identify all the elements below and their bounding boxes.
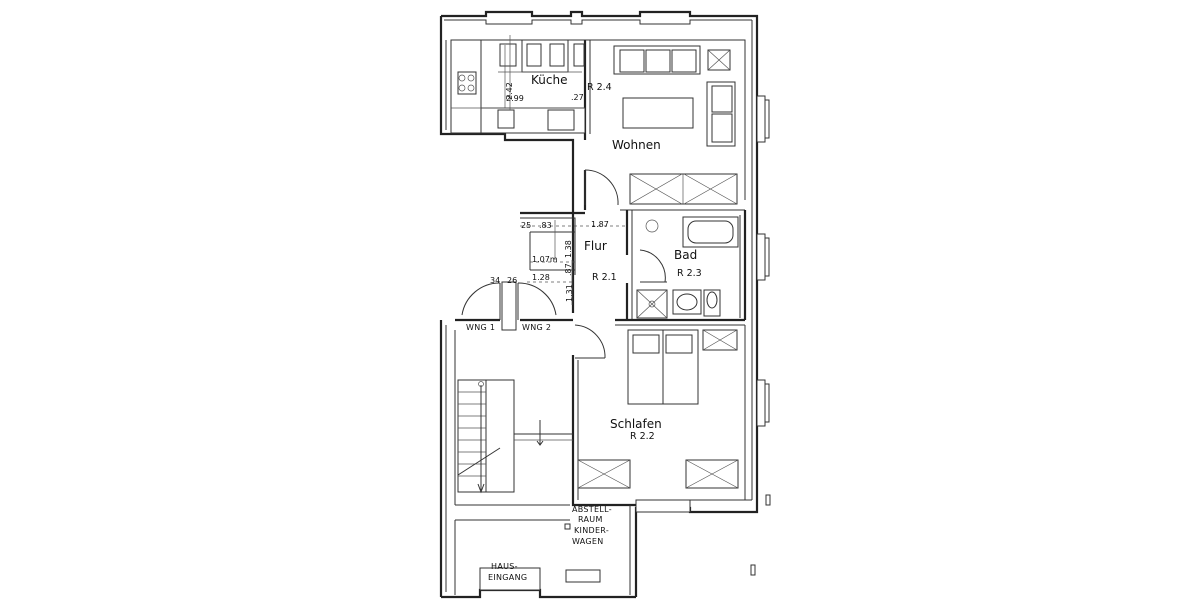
abstellraum-line-1: ABSTELL- [572, 505, 612, 514]
living-furniture [613, 45, 738, 205]
room-code-schlafen: R 2.2 [630, 431, 655, 442]
stair-label-wng2: WNG 2 [522, 323, 551, 332]
interior-walls [451, 39, 747, 595]
bath-fixtures [636, 216, 739, 319]
dimension-lines [504, 45, 625, 305]
room-code-bad: R 2.3 [677, 268, 702, 279]
door-swings [461, 169, 667, 359]
room-code-flur: R 2.1 [592, 272, 617, 283]
dimension-flur-25: 25 [521, 221, 531, 230]
stair-label-wng1: WNG 1 [466, 323, 495, 332]
dimension-kueche-height: 2.42 [505, 82, 514, 100]
hauseingang-line-2: EINGANG [488, 573, 527, 582]
bedroom-furniture [577, 329, 739, 489]
abstellraum-line-2: RAUM [578, 515, 603, 524]
dimension-flur-107: 1.07m [532, 255, 558, 264]
abstellraum-line-3: KINDER- [574, 526, 609, 535]
dimension-flur-128: 1.28 [532, 273, 550, 282]
hauseingang-line-1: HAUS- [491, 562, 518, 571]
room-label-bad: Bad [674, 248, 697, 262]
kitchen-fixtures [450, 35, 586, 134]
dimension-flur-138: 1.38 [564, 240, 573, 258]
dimension-flur-87: .87 [564, 263, 573, 276]
room-code-kueche: R 2.4 [587, 82, 612, 93]
room-label-wohnen: Wohnen [612, 138, 661, 152]
outer-walls [439, 10, 771, 599]
dimension-stair-34: 34 [490, 276, 500, 285]
dimension-kueche-width: 2.99 [506, 94, 524, 103]
dimension-flur-187: 1.87 [591, 220, 609, 229]
dimension-flur-83: .83 [539, 221, 552, 230]
dimension-kueche-27: .27 [571, 93, 584, 102]
dimension-flur-131: 1.31 [565, 284, 574, 302]
room-label-schlafen: Schlafen [610, 417, 662, 431]
room-label-flur: Flur [584, 239, 607, 253]
staircase [457, 379, 573, 530]
dimension-stair-26: 26 [507, 276, 517, 285]
abstellraum-line-4: WAGEN [572, 537, 604, 546]
room-label-kueche: Küche [531, 73, 567, 87]
